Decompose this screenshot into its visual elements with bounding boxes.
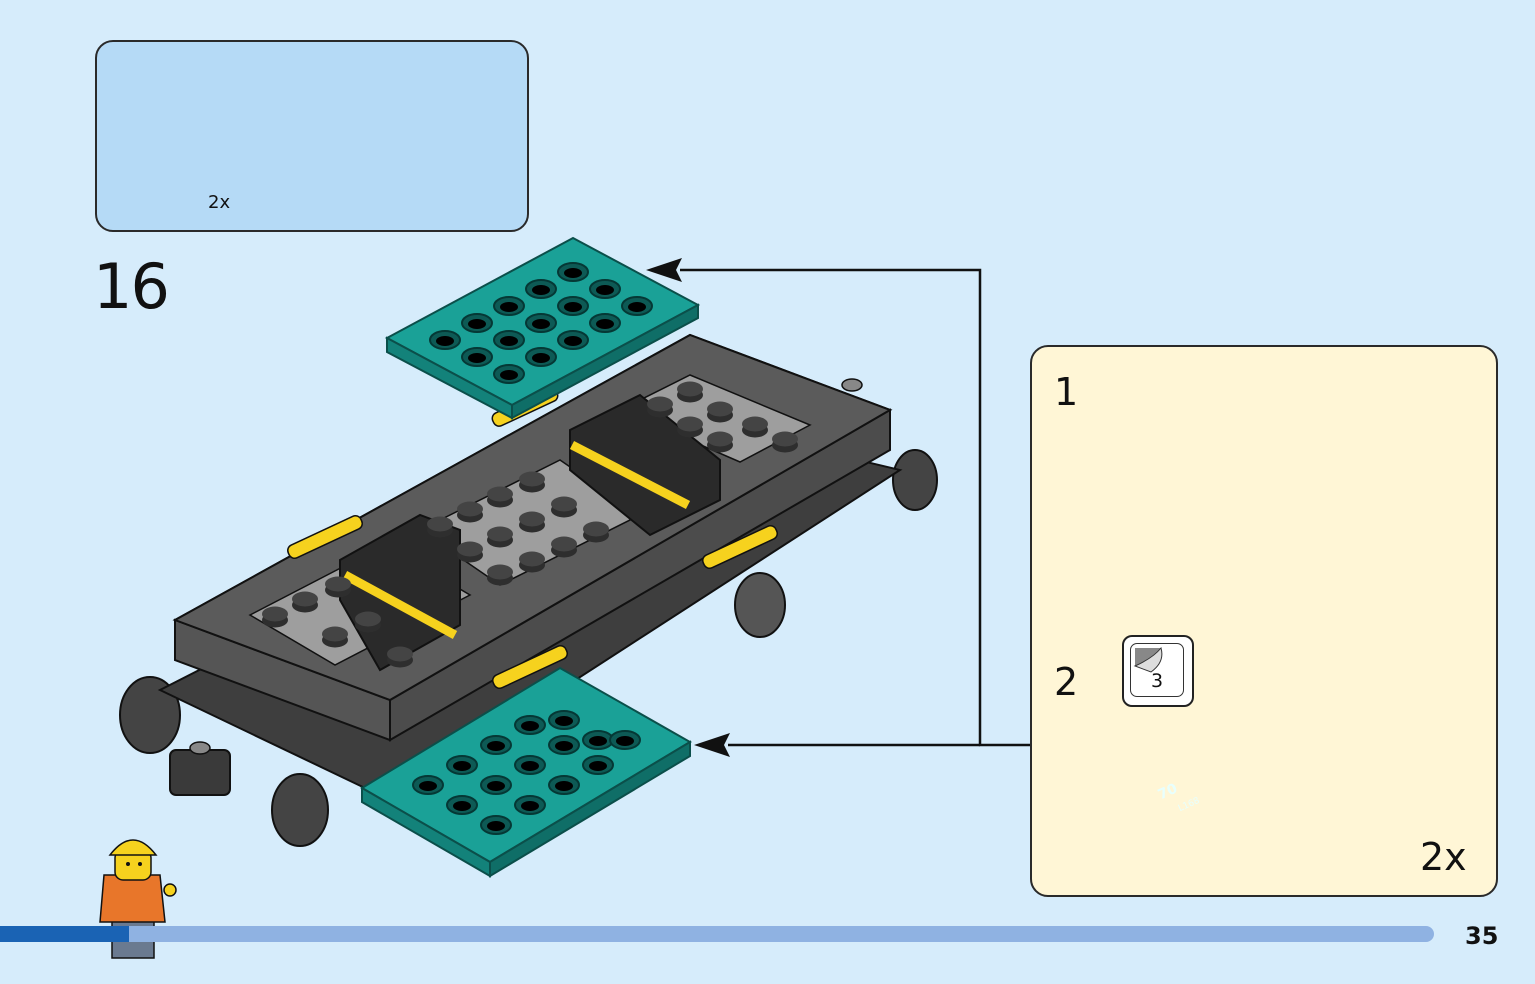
sticker-icon: 3	[1130, 643, 1184, 697]
connector-lines	[680, 268, 1030, 747]
arrow-left-icon-bottom	[694, 733, 730, 757]
arrow-left-icon-top	[646, 258, 682, 282]
plate-4x4-icon-bottom	[360, 666, 692, 878]
train-wagon-base-icon	[119, 333, 938, 847]
parts-quantity: 2x	[208, 192, 231, 213]
sub-assembly-panel	[1030, 345, 1498, 897]
progress-fill	[0, 926, 130, 942]
parts-list-panel	[95, 40, 529, 232]
plate-4x4-icon-top	[384, 236, 701, 420]
sticker-callout: 3	[1122, 635, 1194, 707]
step-number: 16	[93, 250, 170, 323]
progress-track	[0, 926, 1434, 942]
sub-step-2-number: 2	[1054, 660, 1079, 704]
sub-assembly-quantity: 2x	[1420, 835, 1467, 879]
page-number: 35	[1465, 922, 1499, 950]
sticker-number: 3	[1150, 670, 1164, 692]
sub-step-1-number: 1	[1054, 370, 1079, 414]
